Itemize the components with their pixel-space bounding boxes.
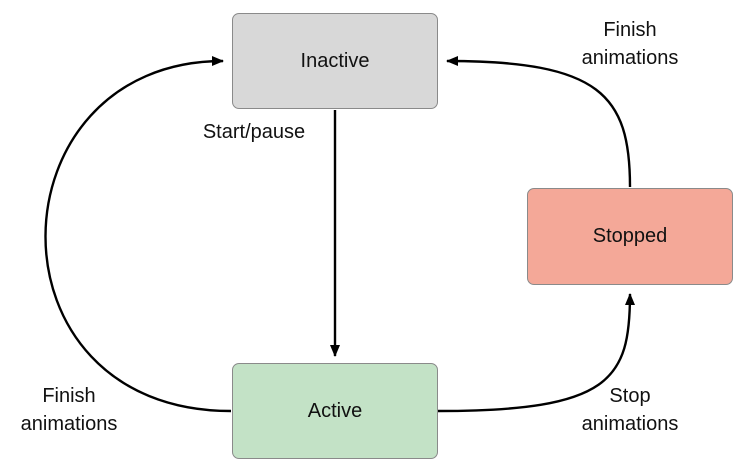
transition-label-finish-from-stopped: Finish animations (581, 19, 679, 69)
state-active: Active (232, 363, 438, 459)
arrow-stop (437, 293, 635, 413)
state-active-label: Active (307, 399, 363, 422)
transition-label-finish-from-active: Finish animations (20, 385, 118, 435)
state-inactive: Inactive (232, 13, 438, 109)
state-stopped: Stopped (527, 188, 733, 285)
state-inactive-label: Inactive (300, 49, 370, 72)
arrow-finish-from-active (44, 56, 232, 413)
state-stopped-label: Stopped (592, 225, 668, 247)
transition-label-stop: Stop animations (581, 385, 679, 435)
transition-label-start-pause: Start/pause (202, 121, 306, 143)
arrow-finish-from-stopped (446, 56, 632, 188)
